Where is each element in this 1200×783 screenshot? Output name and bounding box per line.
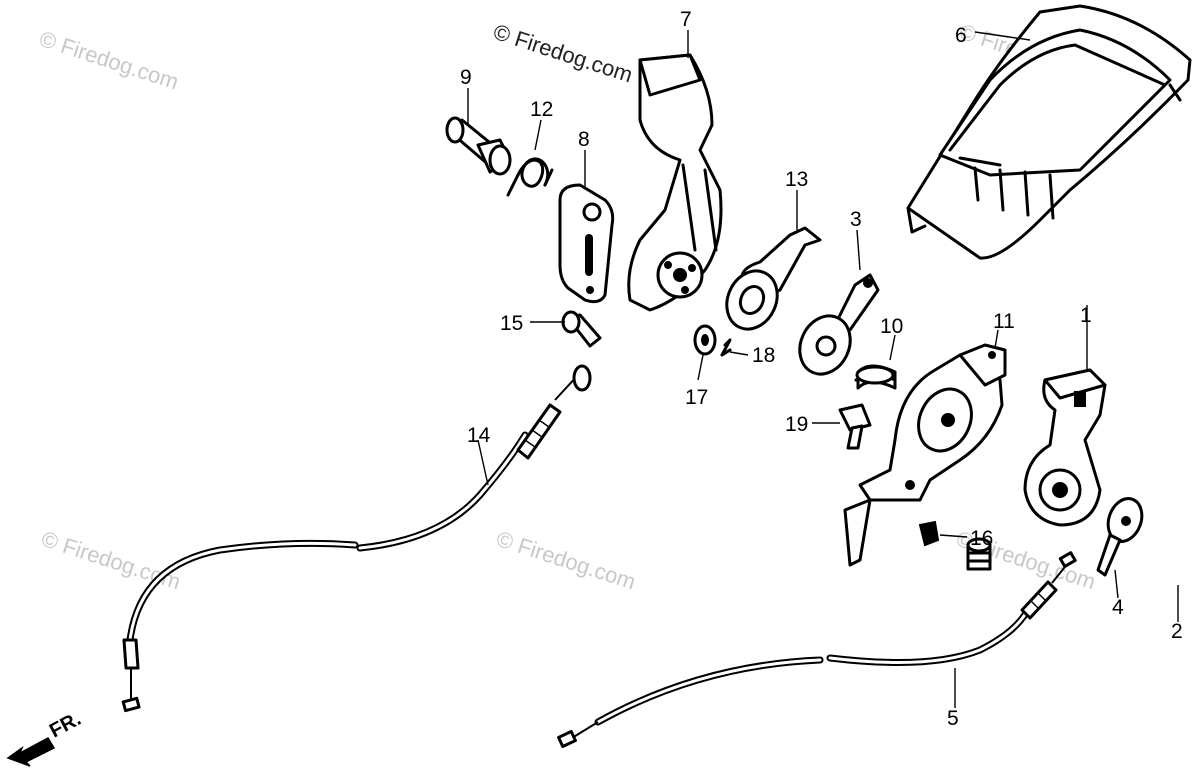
callout-3: 3 [850, 208, 862, 231]
part-18-pin [720, 338, 732, 357]
direction-label: FR. [46, 708, 85, 743]
part-14-cable [121, 364, 592, 713]
callout-4: 4 [1112, 596, 1124, 619]
part-2-spring [966, 537, 992, 571]
callout-16: 16 [970, 527, 993, 550]
part-1-lever [1023, 368, 1107, 527]
callout-leaders [467, 30, 1179, 708]
part-11-bracket [843, 343, 1007, 567]
callout-5: 5 [947, 707, 959, 730]
part-15-bolt [561, 310, 602, 348]
part-9-collar [445, 116, 512, 176]
callout-numbers: 7 6 9 12 8 13 3 10 11 1 15 17 18 19 14 1… [460, 8, 1183, 730]
callout-11: 11 [993, 310, 1015, 333]
callout-12: 12 [530, 98, 553, 121]
part-12-spring [506, 157, 554, 197]
part-10-spring [854, 364, 897, 390]
watermark-text: © Firedog.com [38, 526, 183, 594]
callout-7: 7 [680, 8, 692, 31]
watermark-main: © Firedog.com [490, 19, 635, 87]
front-direction-indicator: FR. [6, 708, 85, 767]
part-6-cover [906, 4, 1192, 260]
part-19-bolt [838, 403, 872, 450]
callout-1: 1 [1080, 304, 1092, 327]
part-5-cable [557, 551, 1077, 748]
part-8-plate [558, 183, 615, 304]
callout-17: 17 [685, 386, 708, 409]
callout-18: 18 [752, 344, 775, 367]
part-3-friction-plate [798, 273, 880, 376]
callout-2: 2 [1171, 620, 1183, 643]
part-7-throttle-lever [627, 53, 723, 312]
watermark-text: © Firedog.com [493, 526, 638, 594]
callout-9: 9 [460, 66, 472, 89]
callout-14: 14 [467, 424, 491, 447]
part-17-washer [693, 324, 717, 356]
part-4-washer [1096, 497, 1144, 577]
callout-19: 19 [785, 413, 808, 436]
watermark-layer: © Firedog.com © Firedog.com © Firedog.co… [36, 19, 1101, 594]
part-13-bracket [725, 226, 822, 331]
part-16-screw [918, 520, 940, 547]
callout-13: 13 [785, 168, 808, 191]
watermark-text: © Firedog.com [36, 26, 181, 94]
callout-6: 6 [955, 24, 967, 47]
callout-15: 15 [500, 312, 523, 335]
callout-8: 8 [578, 128, 590, 151]
callout-10: 10 [880, 315, 903, 338]
arrow-down-left-icon [6, 737, 56, 767]
